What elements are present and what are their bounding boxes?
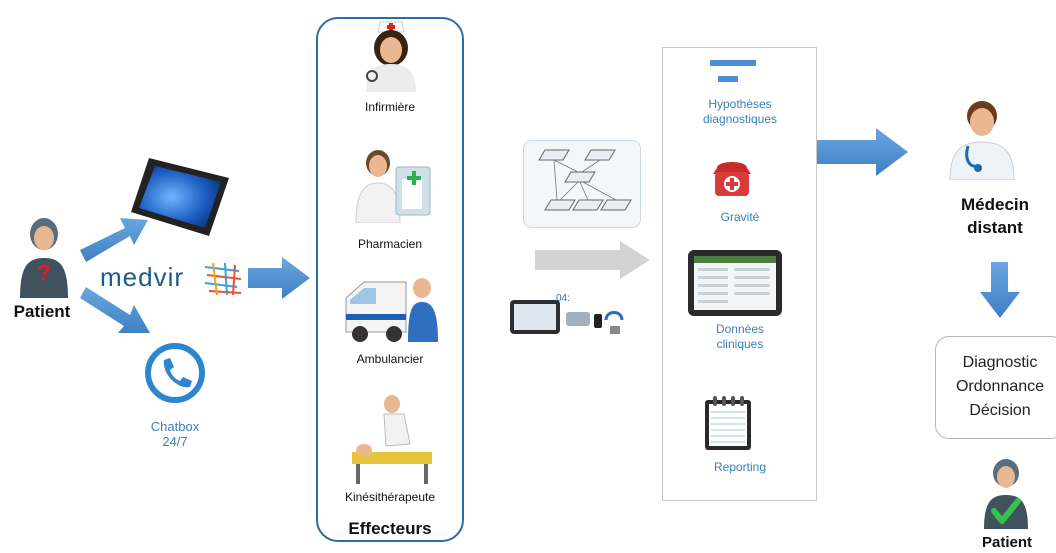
effecteur-label-pharmacien: Pharmacien (357, 237, 423, 251)
effecteur-label-ambulancier: Ambulancier (356, 352, 424, 366)
pharmacist-icon (355, 150, 431, 223)
effecteur-label-infirmiere: Infirmière (364, 100, 415, 114)
phone-icon (145, 343, 205, 403)
panel-label-gravite: Gravité (720, 210, 760, 224)
result-line-decision: Décision (969, 402, 1031, 419)
patient-checked-icon (984, 459, 1028, 529)
effecteurs-title: Effecteurs (348, 519, 432, 538)
result-line-ordonnance: Ordonnance (955, 378, 1045, 395)
chatbox-label: Chatbox 24/7 (140, 419, 210, 449)
svg-text:?: ? (37, 260, 50, 285)
panel-label-donnees: Données cliniques (670, 322, 810, 352)
patient-label: Patient (13, 302, 71, 321)
nurse-icon (366, 21, 416, 92)
arrow-grey-to-panel (535, 241, 650, 279)
patient-icon: ? (20, 218, 68, 298)
arrow-patient-to-chatbox (80, 287, 150, 333)
flow-diagram-icon (523, 140, 641, 228)
chatbox-label-line2: 24/7 (162, 434, 188, 449)
panel-label-hypotheses-line2: diagnostiques (702, 112, 778, 126)
device-label: 04: (556, 293, 570, 304)
panel-label-reporting: Reporting (713, 460, 767, 474)
panel-label-donnees-line2: cliniques (716, 337, 764, 351)
arrow-patient-to-tablet (80, 218, 148, 262)
arrow-panel-to-doctor (806, 128, 908, 176)
result-line-diagnostic: Diagnostic (962, 354, 1038, 371)
result-box: Diagnostic Ordonnance Décision (935, 336, 1056, 439)
chatbox-label-line1: Chatbox (150, 419, 200, 434)
arrow-doctor-to-result (980, 262, 1020, 318)
medvir-logo: medvir (100, 262, 185, 292)
ambulance-icon (345, 278, 438, 342)
medical-devices-icon (510, 300, 624, 334)
effecteurs-box (316, 17, 464, 542)
doctor-label-line2: distant (967, 218, 1023, 237)
panel-label-hypotheses-line1: Hypothèses (708, 97, 772, 111)
tablet-data-icon (688, 250, 782, 316)
hypothesis-icon (710, 60, 756, 82)
doctor-label-line1: Médecin (960, 195, 1030, 214)
panel-label-hypotheses: Hypothèses diagnostiques (670, 97, 810, 127)
physiotherapist-icon (352, 395, 432, 484)
tablet-icon (131, 158, 229, 236)
notepad-icon (705, 396, 751, 450)
medvir-network-icon (204, 262, 242, 296)
patient-right-label: Patient (981, 534, 1032, 551)
doctor-label: Médecin distant (925, 193, 1056, 239)
doctor-icon (949, 101, 1015, 180)
arrow-medvir-to-effecteurs (248, 257, 310, 299)
panel-label-donnees-line1: Données (715, 322, 765, 336)
emergency-phone-icon (713, 162, 751, 196)
effecteur-label-kinesitherapeute: Kinésithérapeute (344, 490, 436, 504)
